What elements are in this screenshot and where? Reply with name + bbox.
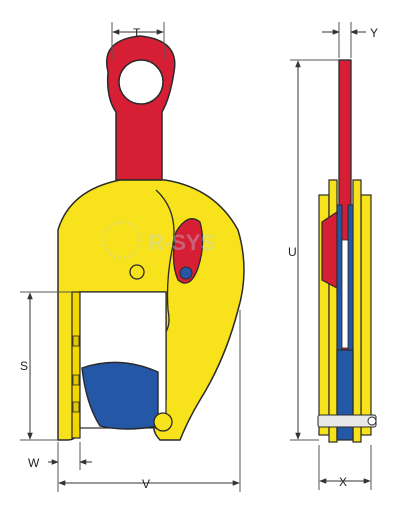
dimension-y: Y — [322, 22, 378, 58]
watermark: R-SYS — [102, 220, 215, 260]
dim-label-w: W — [28, 456, 40, 470]
lifting-eye — [106, 35, 176, 181]
dim-label-v: V — [142, 477, 150, 491]
side-lever — [321, 210, 338, 289]
lower-pivot — [153, 412, 173, 432]
dimension-x: X — [318, 445, 372, 490]
dimension-t: T — [111, 22, 165, 60]
eye-hole — [118, 59, 164, 105]
side-view: Y U X — [288, 22, 378, 490]
cam-jaw — [81, 361, 159, 430]
side-pin — [317, 414, 377, 428]
dim-label-x: X — [339, 475, 347, 489]
dim-label-s: S — [20, 359, 28, 373]
middle-pivot — [129, 264, 145, 280]
lock-lever — [172, 218, 204, 284]
side-plate-right — [360, 194, 372, 436]
dim-label-y: Y — [370, 26, 378, 40]
dimension-s: S — [20, 291, 72, 441]
dimension-v: V — [57, 310, 241, 492]
dimension-w: W — [28, 442, 92, 470]
front-view: R-SYS T S W V — [20, 22, 245, 492]
dim-label-u: U — [288, 245, 297, 259]
dimension-u: U — [288, 59, 339, 441]
lever-pin — [179, 266, 193, 280]
watermark-text: R-SYS — [148, 230, 215, 255]
dim-label-t: T — [133, 26, 141, 40]
